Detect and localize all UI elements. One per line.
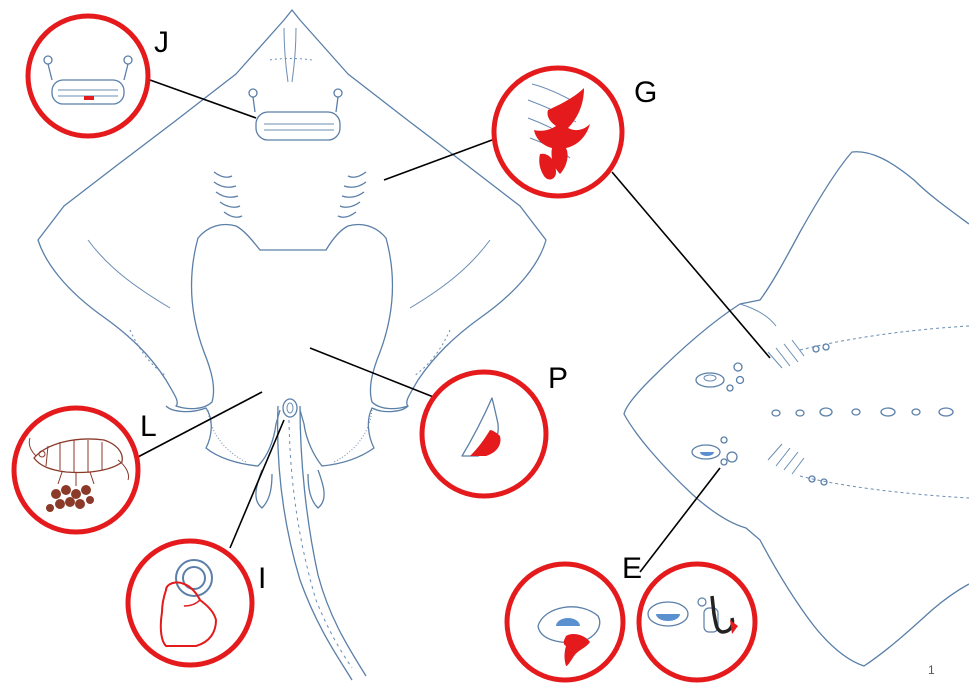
leader-g-dorsal [612, 172, 770, 358]
leader-lines [136, 80, 770, 572]
label-l: L [140, 410, 157, 443]
callout-e: E [507, 552, 755, 680]
highlight-circle-e-right [639, 564, 755, 680]
label-e: E [622, 552, 642, 585]
callout-p: P [422, 362, 568, 496]
leader-j [150, 80, 256, 118]
callout-i: I [128, 541, 266, 665]
highlight-circle-j [28, 16, 148, 136]
leader-g [384, 140, 492, 180]
leader-e [640, 468, 720, 572]
highlight-circle-l [14, 408, 138, 532]
label-j: J [154, 26, 169, 59]
callout-g: G [494, 68, 657, 196]
leader-p [310, 348, 436, 398]
leader-i [230, 420, 284, 548]
label-i: I [258, 562, 266, 595]
callout-l: L [14, 408, 157, 532]
callout-j: J [28, 16, 169, 136]
label-g: G [634, 76, 657, 109]
label-p: P [548, 362, 568, 395]
highlight-circle-p [422, 372, 546, 496]
page-number: 1 [928, 663, 935, 677]
